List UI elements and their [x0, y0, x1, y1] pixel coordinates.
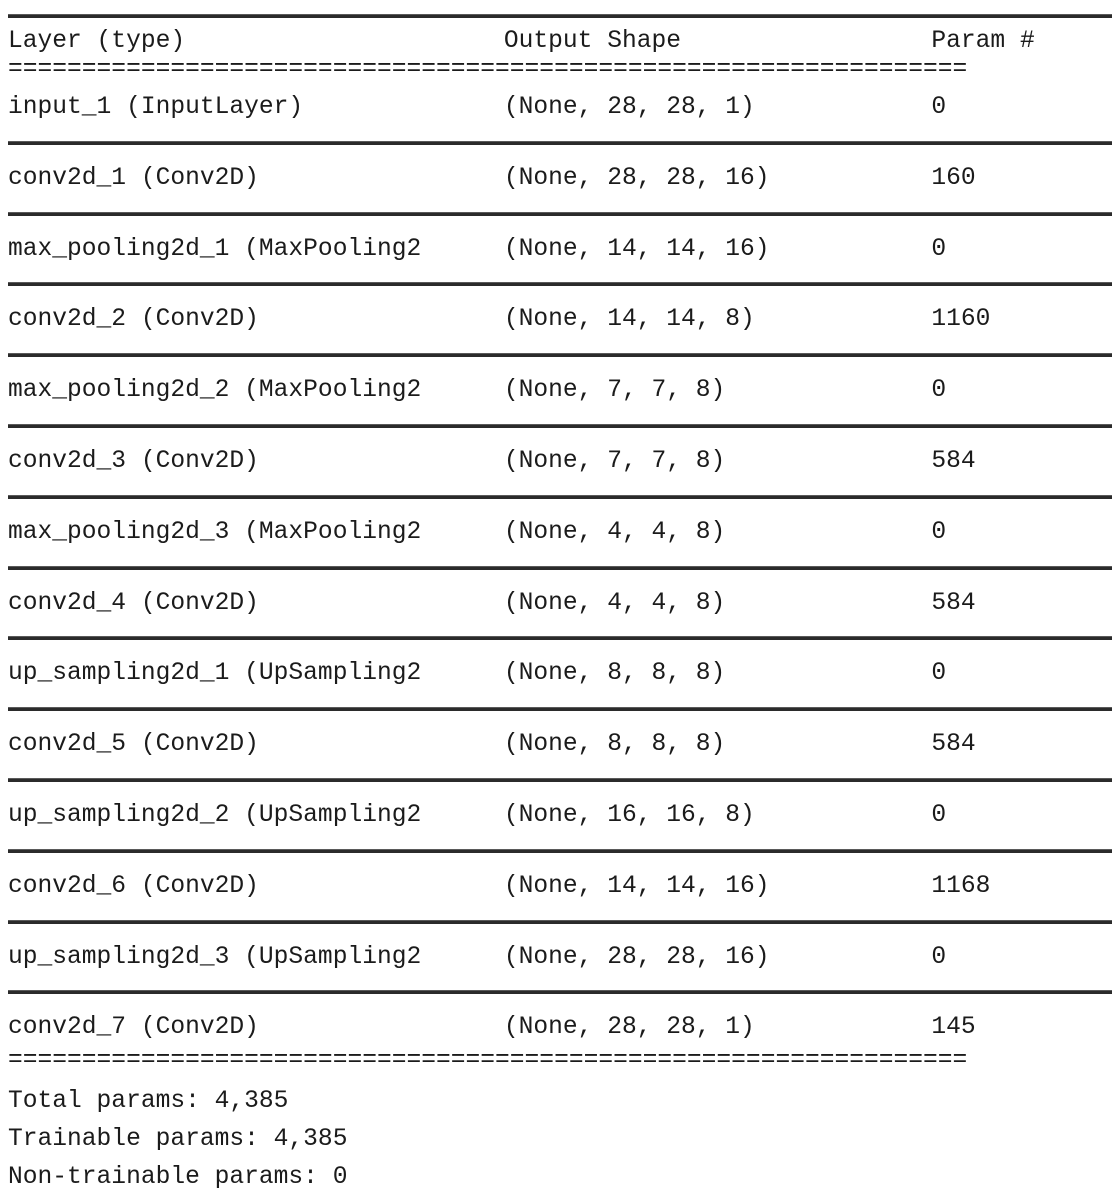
row-separator: [8, 140, 1112, 145]
row-separator: [8, 919, 1112, 924]
output-shape-cell: (None, 14, 14, 8): [503, 306, 755, 334]
output-shape-cell: (None, 8, 8, 8): [503, 660, 726, 688]
param-count-cell: 584: [931, 589, 976, 617]
header-separator: ========================================…: [8, 62, 1112, 77]
model-summary: Layer (type) Output Shape Param # =========…: [8, 14, 1112, 1190]
output-shape-cell: (None, 16, 16, 8): [503, 802, 755, 829]
layer-name-cell: max_pooling2d_3 (MaxPooling2: [8, 518, 422, 546]
output-shape-cell: (None, 28, 28, 16): [503, 164, 770, 192]
row-separator: [8, 848, 1112, 853]
param-count-cell: 0: [931, 943, 947, 971]
layer-name-cell: conv2d_5 (Conv2D): [8, 731, 259, 759]
param-count-cell: 1168: [931, 872, 991, 900]
layer-name-cell: up_sampling2d_2 (UpSampling2: [8, 802, 422, 829]
layer-name-cell: conv2d_1 (Conv2D): [8, 164, 259, 192]
totals-trainable-params: Trainable params: 4,385: [8, 1126, 348, 1154]
layer-name-cell: input_1 (InputLayer): [8, 94, 304, 121]
row-separator: [8, 707, 1112, 712]
row-separator: [8, 282, 1112, 287]
param-count-cell: 0: [931, 802, 947, 829]
output-shape-cell: (None, 8, 8, 8): [503, 731, 726, 759]
row-separator: [8, 778, 1112, 782]
param-count-cell: 0: [931, 235, 947, 263]
layer-name-cell: max_pooling2d_2 (MaxPooling2: [8, 377, 422, 405]
output-shape-cell: (None, 28, 28, 1): [503, 1014, 755, 1042]
row-separator: [8, 424, 1112, 428]
layer-name-cell: max_pooling2d_1 (MaxPooling2: [8, 235, 422, 263]
separator-text: ========================================…: [8, 62, 968, 77]
param-count-cell: 0: [931, 660, 947, 688]
row-separator: [8, 565, 1112, 570]
row-separator: [8, 211, 1112, 216]
param-count-cell: 145: [931, 1014, 976, 1042]
header-output-shape-label: Output Shape: [503, 28, 681, 55]
separator-text: ========================================…: [8, 1053, 968, 1069]
layer-name-cell: conv2d_3 (Conv2D): [8, 448, 259, 475]
layer-name-cell: conv2d_2 (Conv2D): [8, 306, 259, 334]
param-count-cell: 1160: [931, 306, 991, 334]
totals-non-trainable-params: Non-trainable params: 0: [8, 1164, 348, 1192]
footer-separator: ========================================…: [8, 1053, 1112, 1068]
output-shape-cell: (None, 14, 14, 16): [503, 235, 770, 263]
row-separator: [8, 990, 1112, 995]
param-count-cell: 0: [931, 94, 947, 121]
row-separator: [8, 353, 1112, 358]
output-shape-cell: (None, 7, 7, 8): [503, 377, 726, 405]
param-count-cell: 0: [931, 377, 947, 405]
layer-name-cell: up_sampling2d_3 (UpSampling2: [8, 943, 422, 971]
param-count-cell: 0: [931, 518, 947, 546]
header-layer-label: Layer (type): [8, 28, 186, 55]
output-shape-cell: (None, 7, 7, 8): [503, 448, 726, 475]
layer-name-cell: conv2d_7 (Conv2D): [8, 1014, 259, 1042]
param-count-cell: 160: [931, 164, 976, 192]
param-count-cell: 584: [931, 448, 976, 475]
layer-name-cell: conv2d_4 (Conv2D): [8, 589, 259, 617]
top-rule: [8, 14, 1112, 18]
row-separator: [8, 494, 1112, 499]
output-shape-cell: (None, 28, 28, 1): [503, 94, 755, 121]
output-shape-cell: (None, 28, 28, 16): [503, 943, 770, 971]
layer-name-cell: up_sampling2d_1 (UpSampling2: [8, 660, 422, 688]
layer-name-cell: conv2d_6 (Conv2D): [8, 872, 259, 900]
header-param-label: Param #: [931, 28, 1035, 55]
output-shape-cell: (None, 4, 4, 8): [503, 518, 726, 546]
row-separator: [8, 636, 1112, 641]
output-shape-cell: (None, 4, 4, 8): [503, 589, 726, 617]
output-shape-cell: (None, 14, 14, 16): [503, 872, 770, 900]
totals-total-params: Total params: 4,385: [8, 1088, 289, 1116]
param-count-cell: 584: [931, 731, 976, 759]
